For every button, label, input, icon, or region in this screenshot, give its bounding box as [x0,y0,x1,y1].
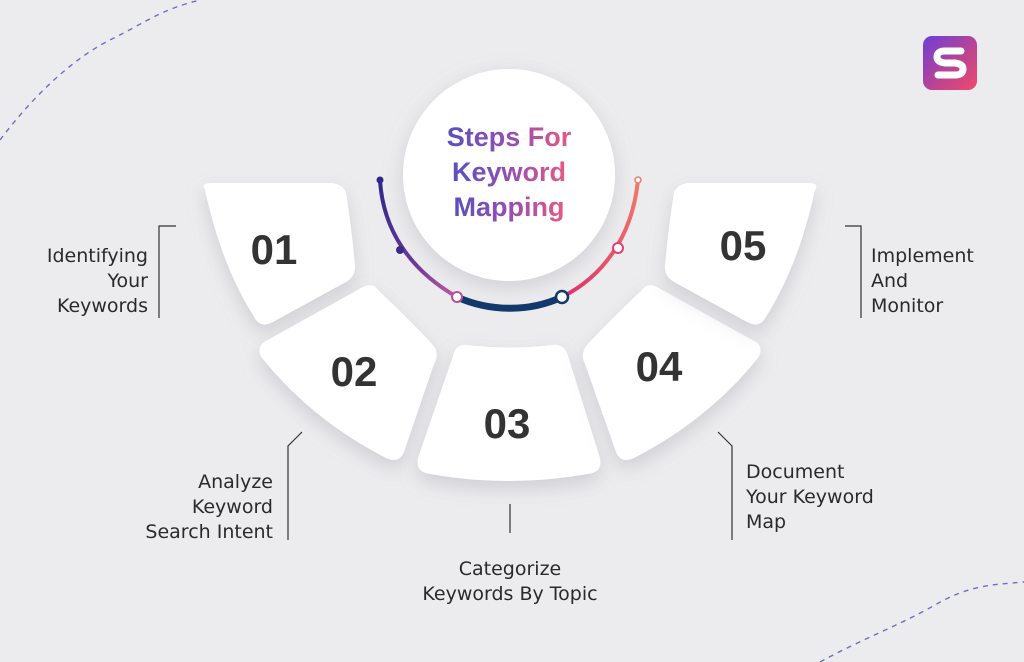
bracket-step-01 [158,225,176,318]
step-label-04-line-1: Document [746,461,845,483]
arc-node-navy [554,289,570,305]
bracket-step-02 [287,431,303,540]
step-label-04: Document Your Keyword Map [746,460,874,535]
step-number-05: 05 [720,222,767,269]
step-card-04 [582,285,761,460]
step-label-02: Analyze Keyword Search Intent [145,470,273,545]
step-label-02-line-1: Analyze [198,471,273,493]
arc-node-pink [612,242,624,254]
arc-node-start [376,176,384,184]
step-card-05 [664,183,817,325]
step-label-05-line-1: Implement [871,245,974,267]
step-label-02-line-3: Search Intent [145,521,273,543]
step-card-01 [203,183,356,325]
step-card-02 [259,285,437,460]
title-line-1: Steps For [447,122,572,152]
bracket-step-04 [717,431,733,540]
decorative-dashed-curve-top-left [0,0,201,141]
s-brand-logo-icon [923,36,977,90]
step-label-05-line-2: And [871,270,909,292]
step-label-03-line-1: Categorize [458,558,562,580]
step-number-01: 01 [251,226,298,273]
step-label-01-line-2: Your [107,270,148,292]
step-label-01: Identifying Your Keywords [47,244,148,319]
step-number-02: 02 [331,348,378,395]
step-label-02-line-2: Keyword [191,496,273,518]
step-label-04-line-2: Your Keyword [746,486,874,508]
progress-arc-bottom [453,293,566,312]
decorative-dashed-curve-bottom-right [819,581,1024,662]
title-text: Steps For Keyword Mapping [447,122,572,222]
arc-node-purple [396,246,404,254]
bracket-step-05 [845,225,862,318]
title-circle [403,69,615,281]
step-label-04-line-3: Map [746,511,787,533]
step-number-03: 03 [484,400,531,447]
step-label-03: Categorize Keywords By Topic [370,557,650,607]
step-label-05-line-3: Monitor [871,295,944,317]
step-label-05: Implement And Monitor [871,244,974,319]
step-card-03 [417,344,601,481]
title-line-3: Mapping [454,192,565,222]
progress-arc-right [560,178,640,299]
step-number-04: 04 [636,343,683,390]
step-label-03-line-2: Keywords By Topic [422,583,598,605]
s-letter-icon [933,47,967,79]
arc-node-magenta [451,291,463,303]
step-label-01-line-3: Keywords [56,295,148,317]
arc-node-end [634,176,642,184]
step-label-01-line-1: Identifying [46,245,148,267]
title-line-2: Keyword [452,157,566,187]
